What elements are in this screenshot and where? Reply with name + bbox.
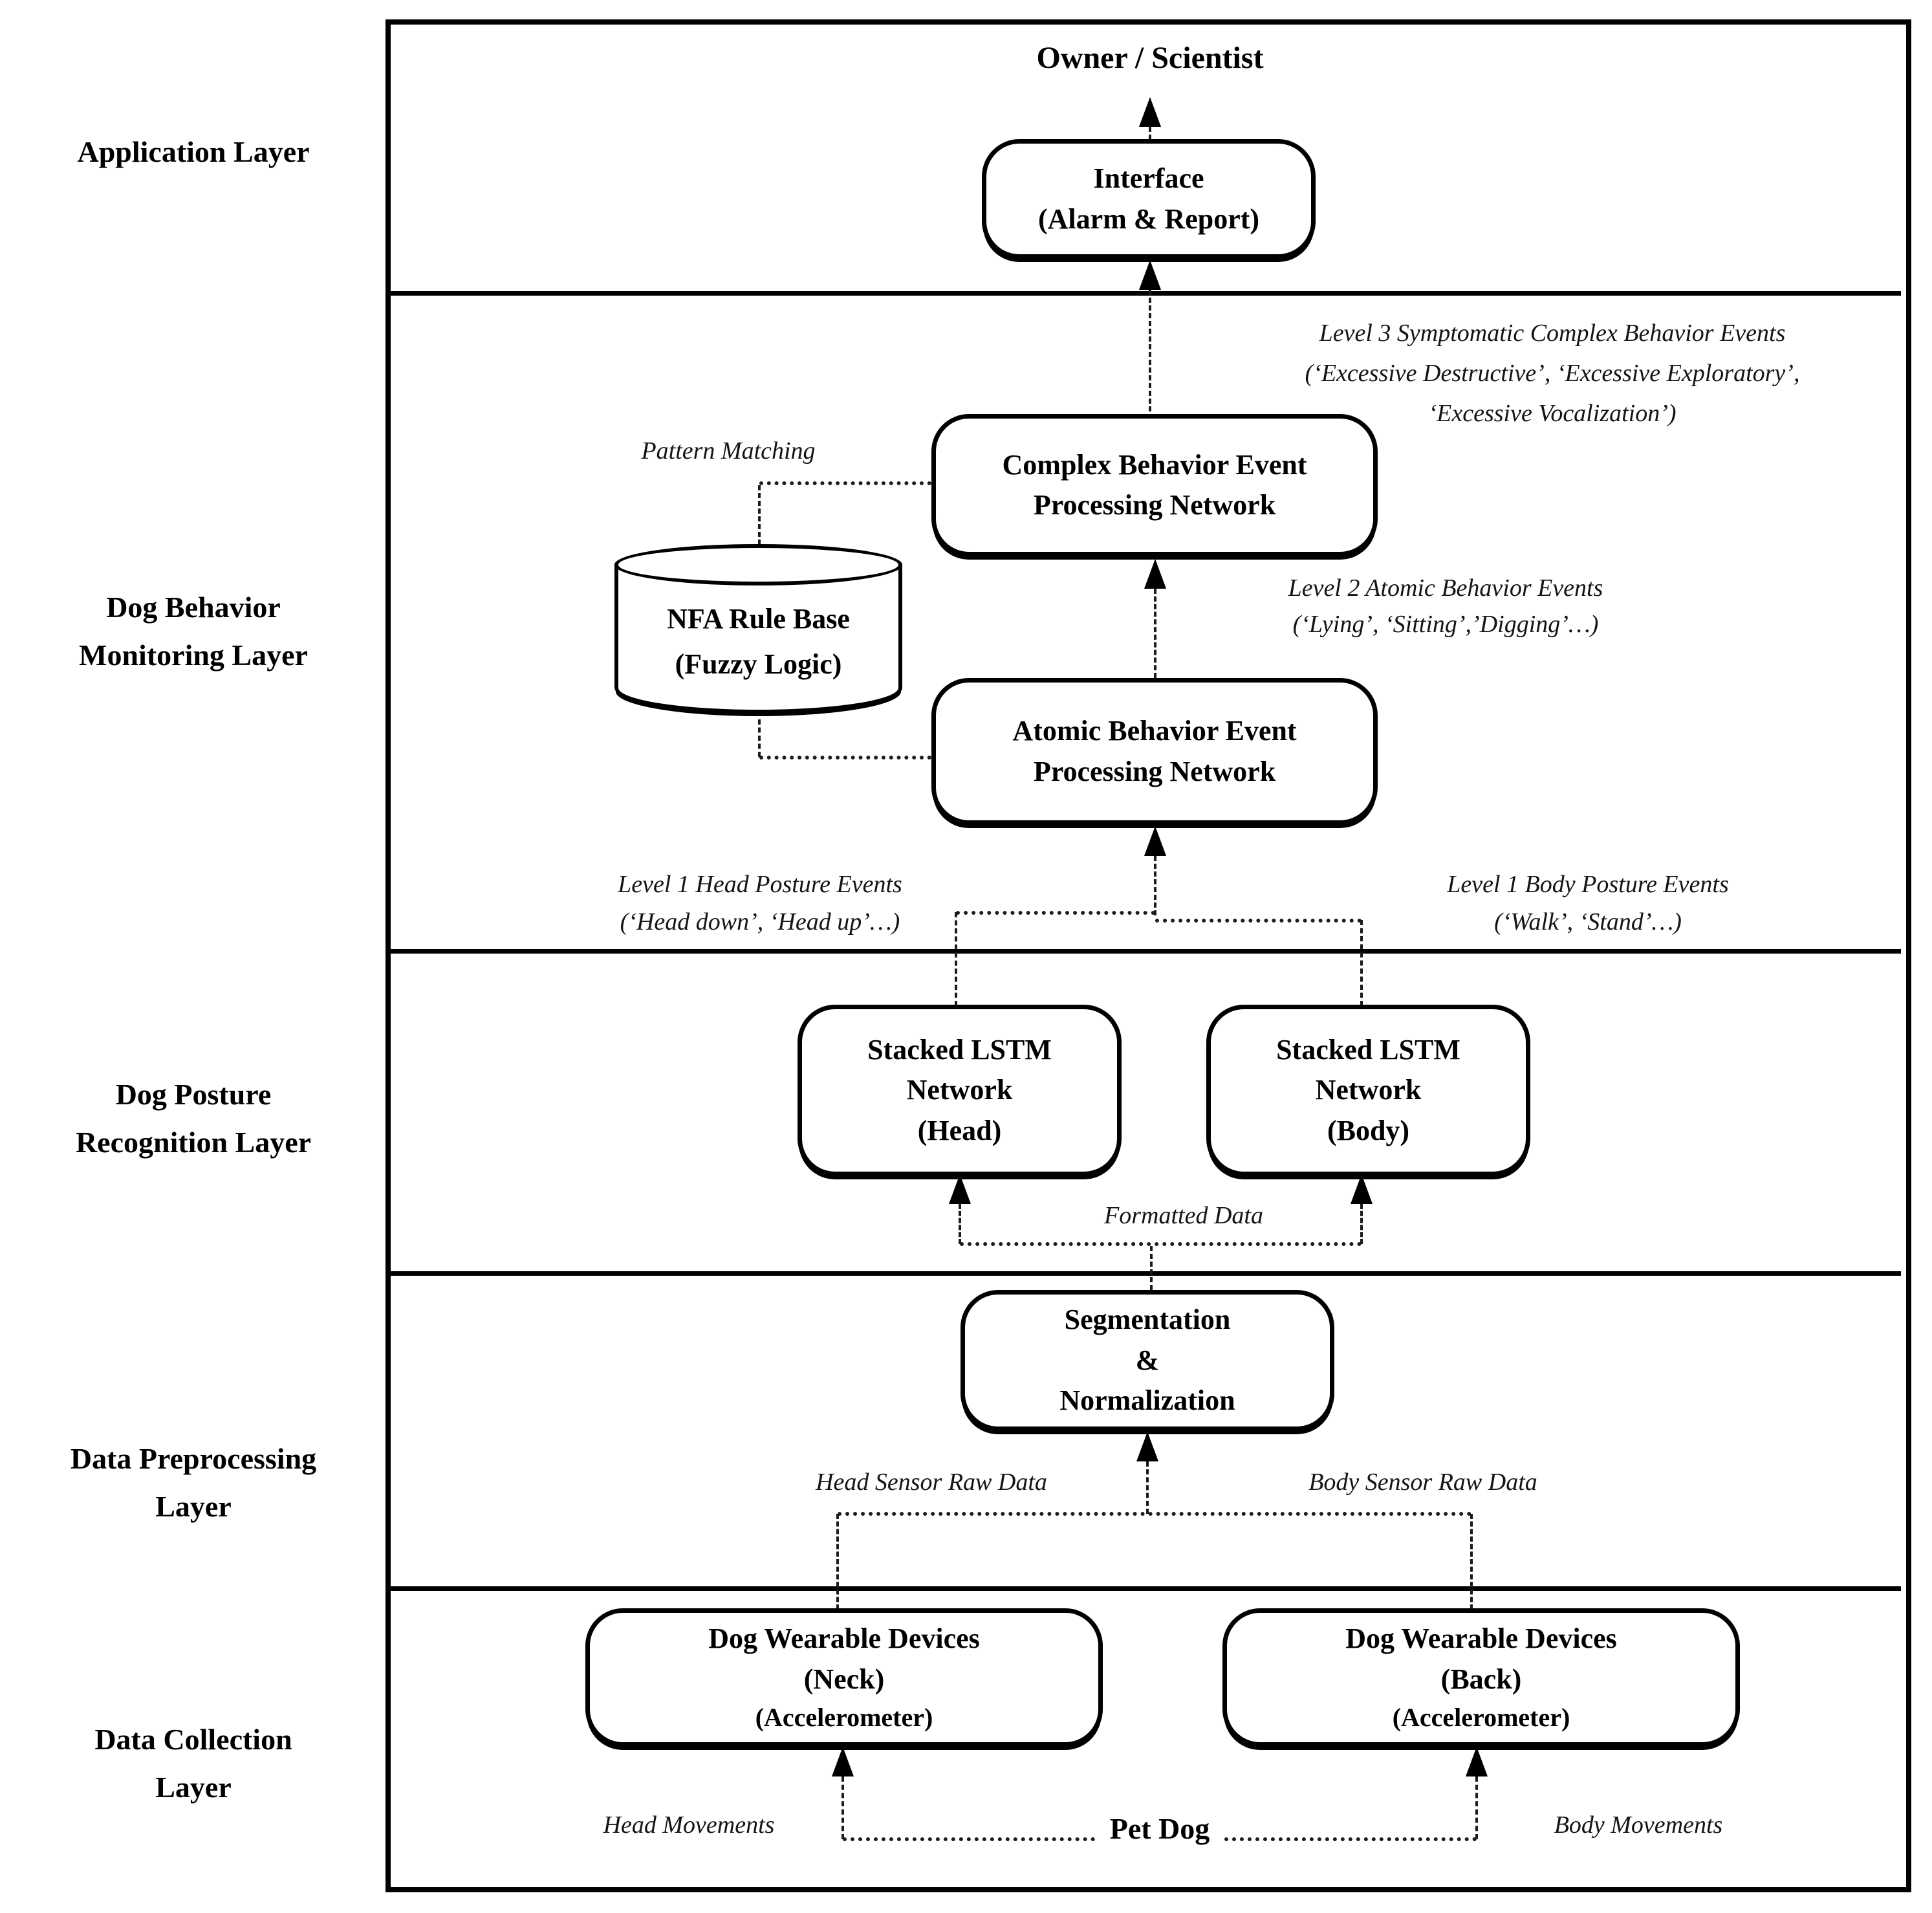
layer-divider-application: [391, 291, 1901, 296]
interface-label-line1: Interface: [1093, 162, 1204, 195]
dashed-formatted-to-lstm-head: [959, 1204, 961, 1244]
dotted-merge-right: [1155, 919, 1362, 923]
segmentation-label-line3: Normalization: [1059, 1384, 1235, 1417]
head-sensor-raw-label: Head Sensor Raw Data: [816, 1469, 1047, 1496]
atomic-behavior-label-line1: Atomic Behavior Event: [1012, 715, 1297, 747]
dashed-head-lstm-output: [955, 912, 957, 1006]
level3-annotation-line2: (‘Excessive Destructive’, ‘Excessive Exp…: [1305, 360, 1800, 387]
label-collection-layer-line2: Layer: [155, 1771, 232, 1804]
wearable-back-label-line1: Dog Wearable Devices: [1345, 1623, 1617, 1655]
arrowhead-interface-to-owner: [1139, 97, 1161, 127]
formatted-data-label: Formatted Data: [1104, 1202, 1263, 1229]
dashed-segmentation-output: [1150, 1246, 1153, 1290]
level3-annotation-line1: Level 3 Symptomatic Complex Behavior Eve…: [1319, 320, 1786, 347]
arrowhead-raw-to-segmentation: [1136, 1432, 1158, 1461]
arrowhead-atomic-to-complex: [1144, 559, 1166, 589]
body-sensor-raw-label: Body Sensor Raw Data: [1308, 1469, 1537, 1496]
label-collection-layer-line1: Data Collection: [94, 1723, 292, 1756]
complex-behavior-label-line2: Processing Network: [1033, 489, 1276, 521]
wearable-neck-label-line1: Dog Wearable Devices: [708, 1623, 980, 1655]
lstm-body-label-line1: Stacked LSTM: [1276, 1033, 1460, 1066]
dotted-nfa-to-atomic: [759, 756, 931, 760]
wearable-neck-label-line3: (Accelerometer): [755, 1703, 933, 1733]
dashed-movements-to-neck: [841, 1776, 844, 1839]
level1-body-annotation-line2: (‘Walk’, ‘Stand’…): [1494, 908, 1682, 935]
dashed-movements-to-back: [1475, 1776, 1478, 1839]
label-preprocessing-layer-line1: Data Preprocessing: [70, 1442, 317, 1475]
label-monitoring-layer-line1: Dog Behavior: [106, 591, 281, 624]
dashed-back-device-output: [1470, 1514, 1473, 1610]
complex-behavior-node: Complex Behavior Event Processing Networ…: [931, 414, 1378, 556]
label-monitoring-layer-line2: Monitoring Layer: [79, 639, 308, 672]
lstm-body-label-line2: Network: [1315, 1074, 1422, 1106]
dashed-nfa-to-atomic: [758, 719, 761, 757]
complex-behavior-label-line1: Complex Behavior Event: [1002, 448, 1307, 481]
body-movements-label: Body Movements: [1554, 1811, 1723, 1839]
lstm-head-label-line2: Network: [906, 1074, 1013, 1106]
dotted-formatted-data-bus: [960, 1242, 1362, 1246]
lstm-body-node: Stacked LSTM Network (Body): [1206, 1005, 1530, 1176]
nfa-cylinder-body: [614, 563, 902, 714]
level1-body-annotation-line1: Level 1 Body Posture Events: [1447, 871, 1729, 898]
label-posture-layer-line1: Dog Posture: [115, 1078, 272, 1111]
nfa-label-line2: (Fuzzy Logic): [675, 648, 842, 680]
level1-head-annotation-line1: Level 1 Head Posture Events: [618, 871, 902, 898]
head-movements-label: Head Movements: [603, 1811, 775, 1839]
arrowhead-complex-to-interface: [1139, 260, 1161, 290]
dashed-body-lstm-output: [1360, 920, 1363, 1006]
dashed-complex-to-interface: [1149, 290, 1151, 411]
dashed-formatted-to-lstm-body: [1360, 1204, 1363, 1244]
wearable-back-label-line3: (Accelerometer): [1392, 1703, 1570, 1733]
owner-scientist-label: Owner / Scientist: [1036, 41, 1264, 75]
outer-frame: [385, 19, 1911, 1892]
nfa-label-line1: NFA Rule Base: [667, 603, 850, 635]
pet-dog-label: Pet Dog: [1109, 1812, 1210, 1845]
lstm-head-label-line3: (Head): [917, 1114, 1002, 1146]
layer-divider-monitoring: [391, 949, 1901, 954]
atomic-behavior-label-line2: Processing Network: [1033, 755, 1276, 787]
level1-head-annotation-line2: (‘Head down’, ‘Head up’…): [620, 908, 900, 935]
dotted-petdog-to-back: [1224, 1837, 1477, 1841]
dotted-merge-left: [956, 911, 1155, 915]
wearable-back-node: Dog Wearable Devices (Back) (Acceleromet…: [1222, 1608, 1740, 1747]
dashed-raw-to-segmentation: [1146, 1461, 1149, 1514]
dashed-interface-to-owner: [1149, 127, 1151, 140]
label-application-layer: Application Layer: [77, 135, 310, 168]
arrowhead-movements-to-back: [1466, 1747, 1488, 1776]
dotted-petdog-to-neck: [843, 1837, 1095, 1841]
dashed-neck-device-output: [836, 1514, 839, 1610]
level3-annotation-line3: ‘Excessive Vocalization’): [1428, 400, 1677, 427]
label-posture-layer-line2: Recognition Layer: [75, 1126, 312, 1159]
interface-label-line2: (Alarm & Report): [1037, 202, 1260, 235]
dashed-nfa-to-complex: [758, 485, 761, 545]
pattern-matching-label: Pattern Matching: [641, 437, 816, 465]
arrowhead-lstm-to-atomic: [1144, 826, 1166, 856]
wearable-neck-node: Dog Wearable Devices (Neck) (Acceleromet…: [585, 1608, 1103, 1747]
atomic-behavior-node: Atomic Behavior Event Processing Network: [931, 678, 1378, 825]
segmentation-label-line2: &: [1135, 1344, 1160, 1376]
arrowhead-formatted-to-lstm-head: [949, 1174, 971, 1204]
dashed-atomic-to-complex: [1154, 589, 1156, 678]
dashed-merge-center: [1154, 856, 1156, 915]
label-preprocessing-layer-line2: Layer: [155, 1490, 232, 1523]
wearable-neck-label-line2: (Neck): [803, 1663, 885, 1695]
lstm-head-label-line1: Stacked LSTM: [867, 1033, 1052, 1066]
arrowhead-formatted-to-lstm-body: [1351, 1174, 1373, 1204]
segmentation-label-line1: Segmentation: [1064, 1304, 1231, 1336]
nfa-cylinder-top: [614, 544, 902, 585]
interface-node: Interface (Alarm & Report): [982, 139, 1316, 259]
level2-annotation-line1: Level 2 Atomic Behavior Events: [1288, 574, 1603, 602]
dotted-nfa-to-complex: [759, 481, 931, 485]
layer-divider-preprocessing: [391, 1586, 1901, 1591]
nfa-cylinder: NFA Rule Base (Fuzzy Logic): [614, 544, 902, 717]
wearable-back-label-line2: (Back): [1440, 1663, 1522, 1695]
lstm-head-node: Stacked LSTM Network (Head): [798, 1005, 1122, 1176]
dotted-sensor-raw-bus: [838, 1512, 1471, 1516]
arrowhead-movements-to-neck: [832, 1747, 854, 1776]
segmentation-node: Segmentation & Normalization: [961, 1290, 1334, 1431]
lstm-body-label-line3: (Body): [1327, 1114, 1410, 1146]
layer-divider-posture: [391, 1271, 1901, 1276]
level2-annotation-line2: (‘Lying’, ‘Sitting’,’Digging’…): [1292, 611, 1599, 638]
